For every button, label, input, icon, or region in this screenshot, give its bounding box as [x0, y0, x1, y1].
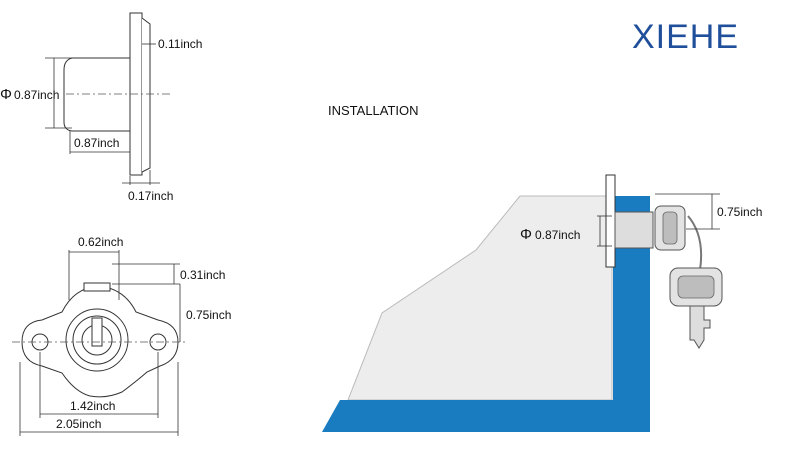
label-center-height: 0.75inch — [186, 308, 231, 322]
hanging-key-blade — [689, 305, 711, 349]
label-flange-thickness: 0.11inch — [158, 37, 202, 51]
label-flange-depth: 0.17inch — [128, 189, 173, 203]
label-overall-width: 2.05inch — [56, 417, 101, 431]
label-side-diameter: 0.87inch — [14, 88, 59, 102]
phi-symbol: Φ — [0, 86, 12, 103]
installed-cylinder — [614, 211, 654, 249]
cylinder-body — [63, 57, 131, 132]
side-view: 0.11inch Φ 0.87inch 0.87inch 0.17inch — [0, 12, 202, 203]
label-install-height: 0.75inch — [717, 205, 762, 219]
label-hole-spacing: 1.42inch — [70, 399, 115, 413]
lock-flange — [605, 174, 616, 268]
drawer-panel — [347, 195, 613, 401]
phi-symbol-install: Φ — [520, 226, 532, 243]
label-body-length: 0.87inch — [74, 136, 119, 150]
front-view: 0.62inch 0.31inch 0.75inch 1.42inch 2.05… — [12, 235, 231, 436]
svg-text:Φ: Φ — [520, 226, 532, 243]
flange-bevel — [141, 17, 151, 173]
label-cylinder-width: 0.62inch — [78, 235, 123, 249]
installation-scene: 0.75inch Φ 0.87inch — [322, 174, 762, 432]
cylinder-stub — [83, 282, 111, 292]
svg-text:Φ: Φ — [0, 86, 12, 103]
brand-logo: XIEHE — [632, 18, 739, 56]
label-install-diameter: 0.87inch — [535, 228, 580, 242]
keyring — [687, 215, 703, 271]
installation-title: INSTALLATION — [328, 103, 419, 118]
keyway-slot — [91, 317, 103, 347]
label-top-offset: 0.31inch — [180, 268, 225, 282]
